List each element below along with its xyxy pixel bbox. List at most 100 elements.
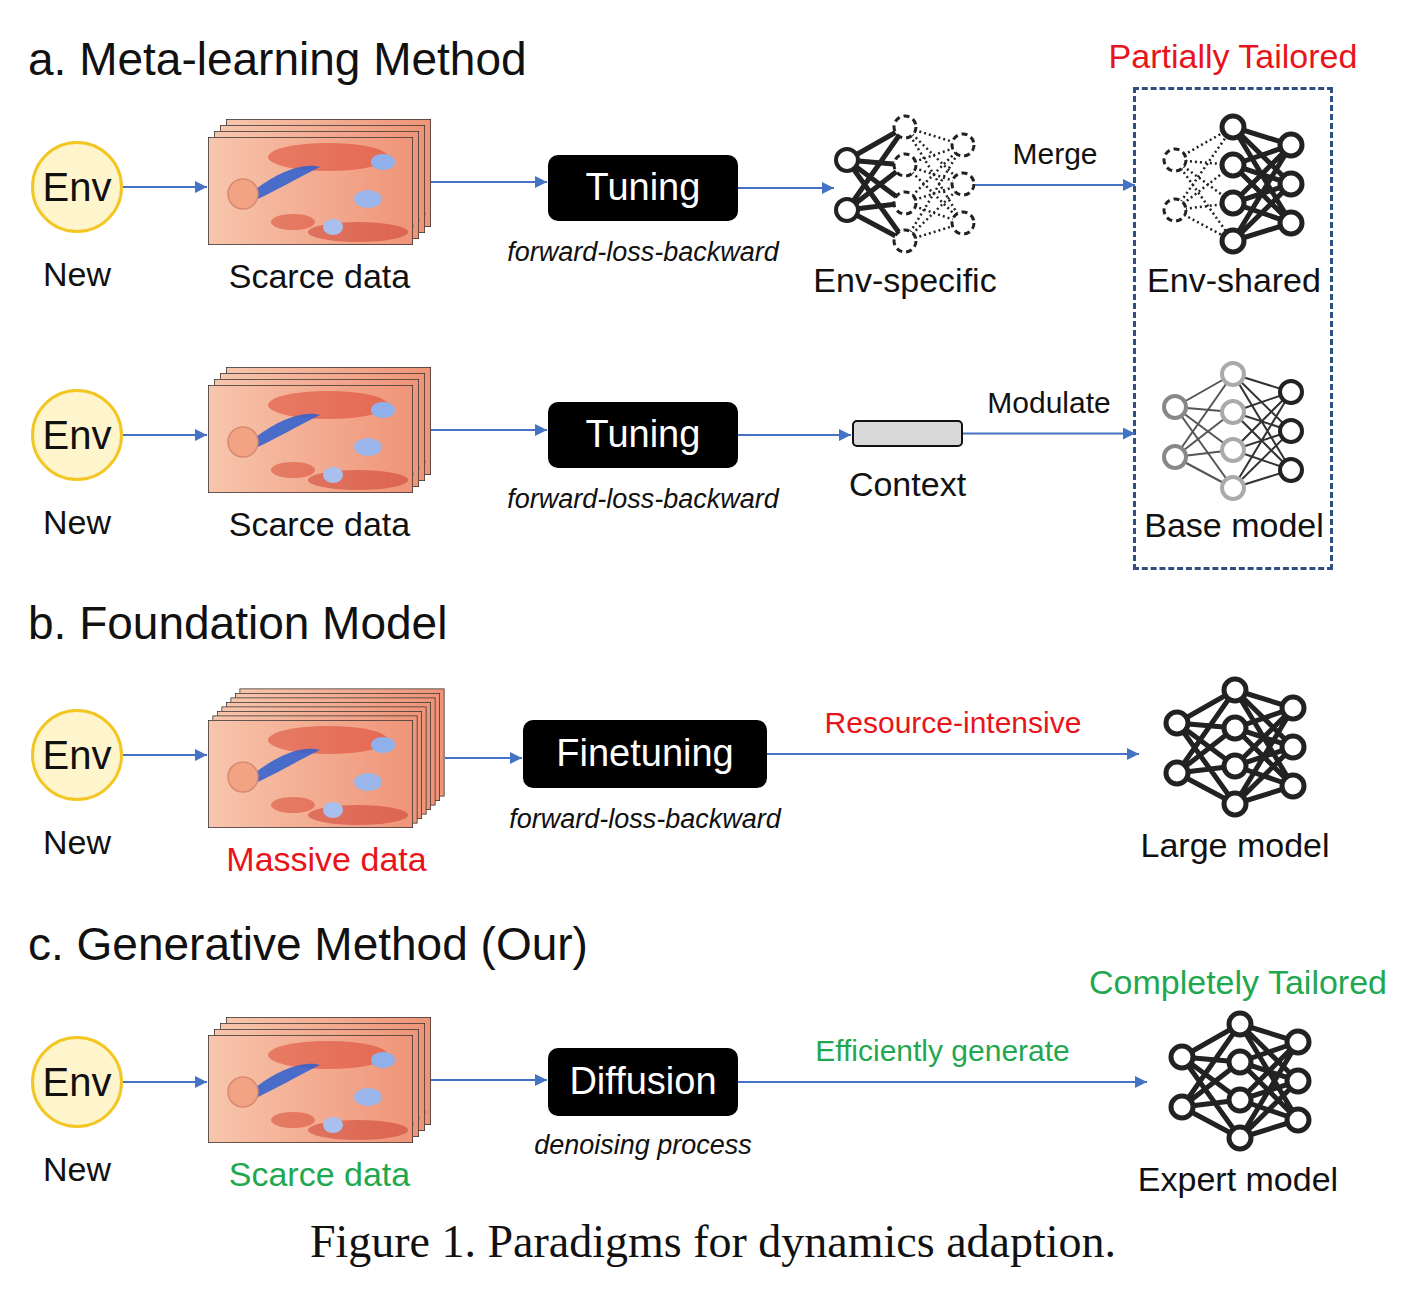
section-heading: c. Generative Method (Our) [28, 918, 588, 971]
net-links [1175, 374, 1233, 488]
net-units [1282, 697, 1304, 797]
env-circle-shape [33, 391, 122, 480]
net-units [1280, 134, 1302, 234]
net-links [1175, 127, 1233, 241]
node-caption: Partially Tailored [1109, 37, 1358, 76]
edge-label: Modulate [987, 386, 1110, 421]
node-caption: Large model [1140, 826, 1329, 865]
node-label: Env [43, 1059, 112, 1105]
node-caption: Context [849, 465, 966, 504]
process-box: Tuningforward-loss-backward [548, 155, 738, 221]
node-caption: Scarce data [229, 257, 410, 296]
node-label: Env [43, 412, 112, 458]
node-caption: Massive data [226, 840, 426, 879]
flow-arrow [123, 1081, 207, 1083]
flow-arrow [963, 433, 1135, 435]
section-heading: b. Foundation Model [28, 597, 447, 650]
flow-arrow [975, 184, 1135, 186]
flow-arrow [123, 186, 207, 188]
env-circle-shape [33, 1038, 122, 1127]
data-stack: Massive data [208, 688, 445, 828]
net-links [847, 127, 905, 241]
network-icon [1164, 363, 1302, 499]
flow-frame [208, 720, 413, 828]
node-label: Env [43, 732, 112, 778]
net-units [1222, 116, 1244, 252]
flow-frame [208, 137, 413, 245]
flow-frame [208, 1035, 413, 1143]
net-units [952, 134, 974, 234]
data-stack [208, 689, 445, 829]
data-stack [208, 1017, 431, 1143]
env-circle: EnvNew [31, 389, 123, 481]
flow-arrow [431, 181, 547, 183]
figure-caption: Figure 1. Paradigms for dynamics adaptio… [310, 1216, 1116, 1269]
node-label: Tuning [586, 413, 701, 457]
network-icon [1164, 116, 1302, 252]
node-caption: Env-specific [813, 261, 996, 300]
network-icon [836, 116, 974, 252]
process-box: Tuningforward-loss-backward [548, 402, 738, 468]
net-units [1224, 679, 1246, 815]
network-model: Base model [1136, 362, 1332, 502]
node-label: Tuning [586, 166, 701, 210]
net-units [1222, 363, 1244, 499]
network-icon [1166, 679, 1304, 815]
net-links [1182, 1024, 1240, 1138]
net-units [1164, 396, 1186, 468]
env-circle: EnvNew [31, 709, 123, 801]
net-links [1177, 690, 1235, 804]
node-caption: New [43, 823, 111, 862]
node-caption: Completely Tailored [1089, 963, 1387, 1002]
edge-label: Resource-intensive [825, 706, 1082, 741]
node-caption: Expert model [1138, 1160, 1338, 1199]
node-caption: forward-loss-backward [507, 237, 779, 268]
group-box: Partially TailoredEnv-sharedBase model [1133, 87, 1333, 570]
node-caption: Scarce data [229, 505, 410, 544]
node-label: Env [43, 164, 112, 210]
net-units [1166, 712, 1188, 784]
node-caption: Env-shared [1147, 261, 1321, 300]
process-box: Finetuningforward-loss-backward [523, 720, 767, 788]
flow-arrow [431, 429, 547, 431]
net-units [1171, 1046, 1193, 1118]
net-units [894, 116, 916, 252]
flow-frame [208, 385, 413, 493]
network-icon [1171, 1013, 1309, 1149]
flow-arrow [767, 753, 1139, 755]
node-caption: Base model [1144, 506, 1324, 545]
data-stack: Scarce data [208, 1017, 431, 1143]
network-model: Completely TailoredExpert model [1148, 1012, 1328, 1152]
flow-arrow [431, 1079, 547, 1081]
node-caption: New [43, 1150, 111, 1189]
node-caption: forward-loss-backward [509, 804, 781, 835]
flow-arrow [123, 754, 207, 756]
flow-arrow [123, 434, 207, 436]
process-box: Diffusiondenoising process [548, 1048, 738, 1116]
flow-arrow [738, 1081, 1147, 1083]
env-circle-shape [33, 711, 122, 800]
node-caption: denoising process [534, 1130, 752, 1161]
node-caption: Scarce data [229, 1155, 410, 1194]
network-model: Env-specific [835, 115, 975, 255]
edge-label: Merge [1012, 137, 1097, 172]
data-stack: Scarce data [208, 367, 431, 493]
node-label: Diffusion [569, 1060, 716, 1104]
data-stack [208, 367, 431, 493]
net-units [1280, 381, 1302, 481]
section-heading: a. Meta-learning Method [28, 33, 527, 86]
edge-label: Efficiently generate [815, 1034, 1070, 1069]
net-units [836, 149, 858, 221]
net-units [1287, 1031, 1309, 1131]
context-vector: Context [852, 420, 963, 447]
net-units [1229, 1013, 1251, 1149]
env-circle: EnvNew [31, 141, 123, 233]
node-caption: New [43, 503, 111, 542]
flow-arrow [738, 187, 834, 189]
node-caption: New [43, 255, 111, 294]
net-units [1164, 149, 1186, 221]
data-stack: Scarce data [208, 119, 431, 245]
network-model: Large model [1140, 678, 1330, 818]
